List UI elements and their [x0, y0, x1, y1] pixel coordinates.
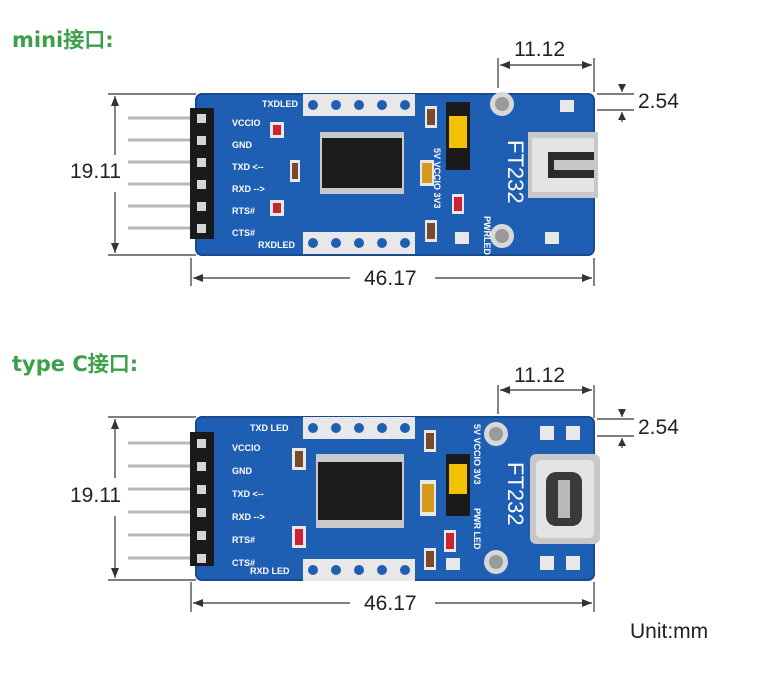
mini-usb-connector — [528, 132, 598, 198]
ft232-chip-typec — [316, 454, 404, 528]
dimension-lines-typec — [108, 385, 634, 612]
jumper-label-mini: 5V VCCIO 3V3 — [432, 148, 442, 209]
pitch-dim-typec: 2.54 — [638, 416, 679, 439]
pin-label: VCCIO — [232, 443, 261, 453]
pwr-led-label-typec: PWR LED — [472, 508, 482, 550]
pin-label: RXD --> — [232, 184, 265, 194]
pin-label: GND — [232, 466, 252, 476]
through-holes-mini — [303, 94, 415, 254]
unit-label: Unit:mm — [630, 620, 709, 643]
through-holes-typec — [303, 417, 415, 581]
section-title-mini: mini接口: — [12, 28, 114, 52]
height-dim-mini: 19.11 — [70, 160, 121, 183]
board-name-mini: FT232 — [503, 140, 528, 204]
width-dim-typec: 46.17 — [364, 592, 417, 615]
board-name-typec: FT232 — [503, 462, 528, 526]
rx-led-label-typec: RXD LED — [250, 566, 290, 576]
pwr-led-label-mini: PWRLED — [482, 216, 492, 255]
voltage-jumper-typec — [446, 454, 470, 516]
voltage-jumper-mini — [446, 102, 470, 170]
mini-diagram — [108, 58, 634, 286]
tx-led-label-typec: TXD LED — [250, 423, 289, 433]
pitch-dim-mini: 2.54 — [638, 90, 679, 113]
pin-label: RTS# — [232, 206, 256, 216]
smd-components-mini — [270, 100, 574, 244]
pin-labels-mini: VCCIO GND TXD <-- RXD --> RTS# CTS# — [232, 112, 265, 244]
mounting-holes-typec — [484, 422, 508, 574]
pin-label: TXD <-- — [232, 489, 264, 499]
usb-c-connector — [530, 454, 600, 544]
connector-dim-typec: 11.12 — [514, 364, 565, 387]
tx-led-label-mini: TXDLED — [262, 99, 298, 109]
height-dim-typec: 19.11 — [70, 484, 121, 507]
pin-label: TXD <-- — [232, 162, 264, 172]
pin-label: CTS# — [232, 558, 256, 568]
width-dim-mini: 46.17 — [364, 267, 417, 290]
typec-diagram — [108, 385, 634, 612]
dimension-arrows-mini — [111, 61, 626, 282]
dimension-arrows-typec — [111, 386, 626, 607]
pin-labels-typec: VCCIO GND TXD <-- RXD --> RTS# CTS# — [232, 437, 265, 575]
pin-header-typec — [190, 432, 214, 566]
pin-label: CTS# — [232, 228, 256, 238]
pin-header-contacts-typec — [197, 439, 206, 563]
pin-label: VCCIO — [232, 118, 261, 128]
pin-header-mini — [190, 108, 214, 239]
pin-label: RTS# — [232, 535, 256, 545]
jumper-label-typec: 5V VCCIO 3V3 — [472, 424, 482, 485]
connector-dim-mini: 11.12 — [514, 38, 565, 61]
pin-label: RXD --> — [232, 512, 265, 522]
mounting-holes-mini — [490, 92, 514, 248]
header-pins-typec — [128, 441, 196, 560]
ft232-chip-mini — [320, 132, 404, 194]
rx-led-label-mini: RXDLED — [258, 240, 296, 250]
pin-header-contacts-mini — [197, 114, 206, 233]
smd-components-typec — [292, 426, 580, 570]
pin-label: GND — [232, 140, 252, 150]
section-title-typec: type C接口: — [12, 352, 139, 376]
